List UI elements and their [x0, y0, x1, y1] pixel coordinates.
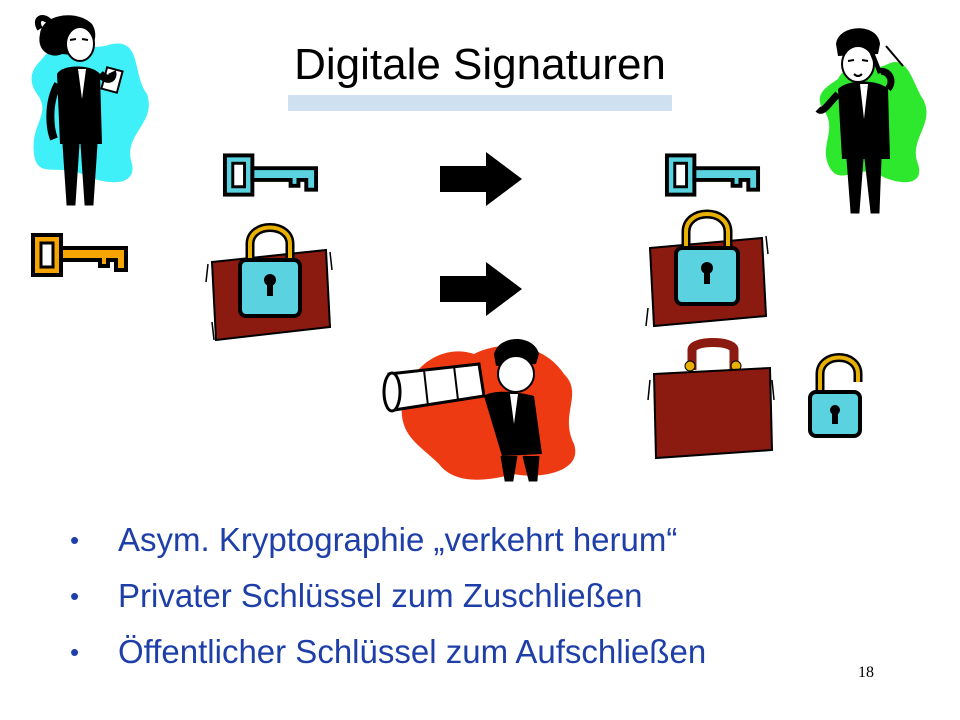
bullet-list: •Asym. Kryptographie „verkehrt herum“ •P… [70, 512, 706, 680]
bullet-text: Öffentlicher Schlüssel zum Aufschließen [118, 633, 707, 670]
bullet-text: Asym. Kryptographie „verkehrt herum“ [118, 521, 678, 558]
cyan-key-icon [664, 153, 761, 197]
locked-briefcase-icon [205, 223, 333, 342]
open-padlock-icon [808, 353, 863, 438]
woman-phone-icon [31, 15, 149, 206]
bullet-item: •Privater Schlüssel zum Zuschließen [70, 577, 643, 614]
slide-title: Digitale Signaturen [294, 40, 666, 89]
right-arrow-icon [440, 152, 522, 206]
bullet-item: •Asym. Kryptographie „verkehrt herum“ [70, 521, 678, 558]
bullet-item: •Öffentlicher Schlüssel zum Aufschließen [70, 633, 707, 670]
briefcase-icon [647, 338, 775, 460]
man-phone-icon [815, 28, 927, 214]
title-underline [288, 95, 672, 111]
locked-briefcase-icon [645, 209, 769, 328]
right-arrow-icon [440, 262, 522, 316]
orange-key-icon [31, 233, 128, 277]
page-number: 18 [858, 664, 874, 681]
cyan-key-icon [222, 153, 319, 197]
bullet-text: Privater Schlüssel zum Zuschließen [118, 577, 643, 614]
man-telescope-icon [382, 339, 576, 482]
